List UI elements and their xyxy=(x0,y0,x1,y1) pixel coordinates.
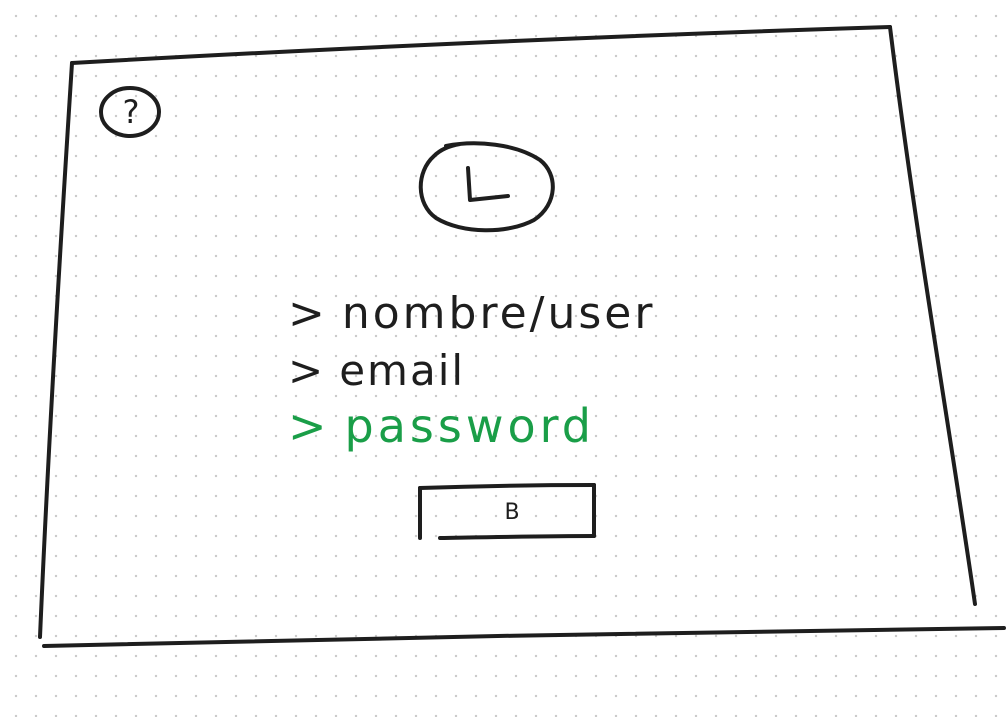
email-field[interactable]: > email xyxy=(288,344,465,396)
password-field[interactable]: > password xyxy=(288,396,595,456)
submit-button-outline xyxy=(418,483,596,540)
field-caret: > xyxy=(288,399,331,453)
question-mark-icon: ? xyxy=(122,93,140,131)
password-label: password xyxy=(344,399,595,453)
help-button[interactable]: ? xyxy=(98,84,164,140)
field-caret: > xyxy=(288,345,326,395)
clock-icon xyxy=(416,138,558,236)
nombre-user-field[interactable]: > nombre/user xyxy=(288,284,655,342)
submit-button-label: B xyxy=(504,499,520,525)
nombre-user-label: nombre/user xyxy=(341,287,656,339)
email-label: email xyxy=(339,345,466,395)
field-caret: > xyxy=(288,287,328,339)
submit-button[interactable]: B xyxy=(418,482,598,542)
help-circle-outline xyxy=(99,86,161,138)
